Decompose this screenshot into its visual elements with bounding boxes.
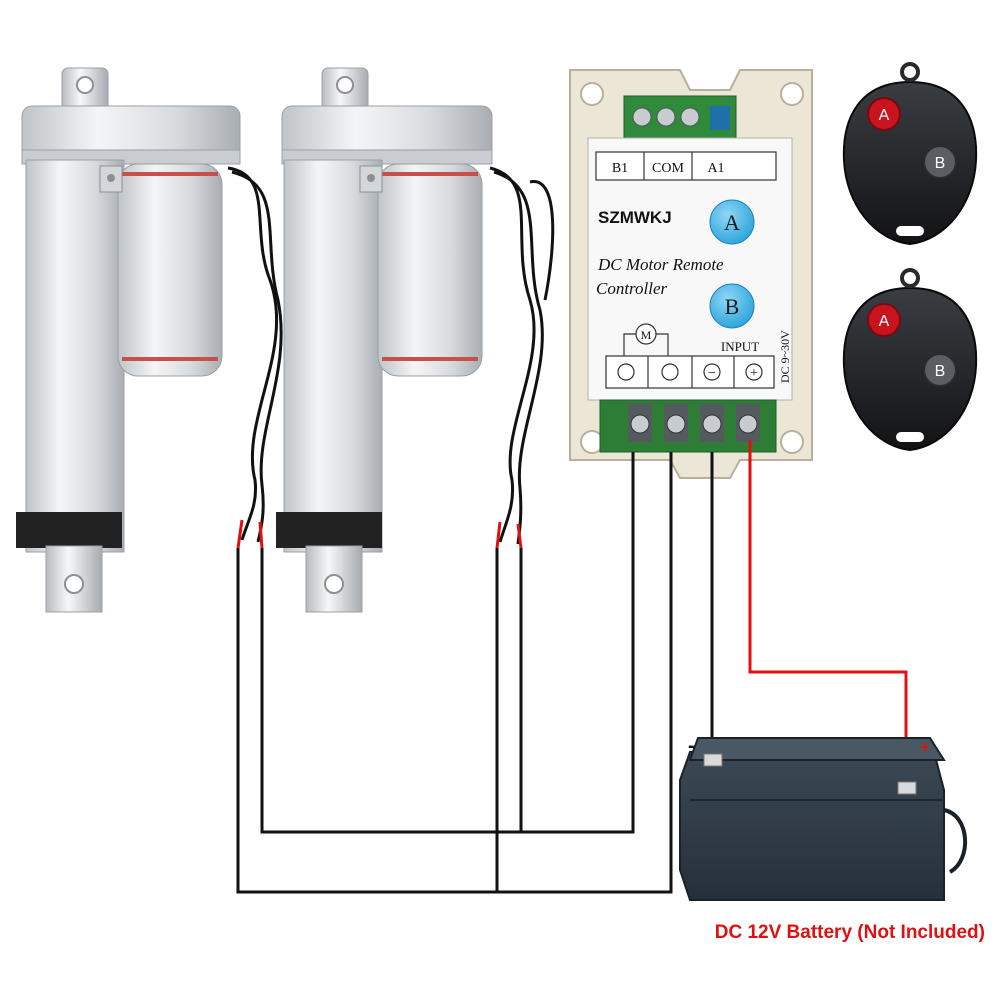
battery-caption: DC 12V Battery (Not Included) [714,922,985,943]
controller-title-line2: Controller [596,279,668,298]
controller-button-a [709,199,755,245]
actuator-lead-tips [236,519,523,549]
remote-fob-2: A B [842,268,978,452]
wire-battery-positive [748,440,908,786]
wire-com-loop [260,452,635,834]
remote-2-button-a [867,303,901,337]
remote-1-button-b-label: B [935,155,946,172]
controller-title-line1: DC Motor Remote [597,255,724,274]
black-wires [236,452,714,894]
battery-negative-mark: - [688,735,695,757]
linear-actuator-2 [276,67,493,613]
remote-2-button-b-label: B [935,363,946,380]
voltage-range-label: DC 9~30V [778,330,792,383]
input-label: INPUT [721,339,759,354]
remote-fob-1: A B [842,62,978,246]
actuator-cables [227,166,555,545]
input-plus-symbol: + [750,366,758,381]
remote-1-button-b [923,145,957,179]
brand-label: SZMWKJ [598,208,672,227]
terminal-a1-label: A1 [707,161,724,176]
battery: - + [679,735,967,901]
remote-2-button-b [923,353,957,387]
remote-controller-module: B1 COM A1 SZMWKJ A DC Motor Remote Contr… [569,69,813,479]
remote-1-button-a-label: A [879,107,890,124]
remote-2-button-a-label: A [879,313,890,330]
linear-actuator-1 [16,67,241,613]
controller-button-b [709,283,755,329]
motor-symbol-label: M [641,328,652,342]
battery-positive-mark: + [920,739,929,756]
wire-b1-loop [236,452,673,894]
terminal-b1-label: B1 [612,161,628,176]
controller-button-a-label: A [724,210,740,235]
terminal-com-label: COM [652,161,684,176]
controller-button-b-label: B [725,294,740,319]
input-minus-symbol: − [708,366,716,381]
remote-1-button-a [867,97,901,131]
